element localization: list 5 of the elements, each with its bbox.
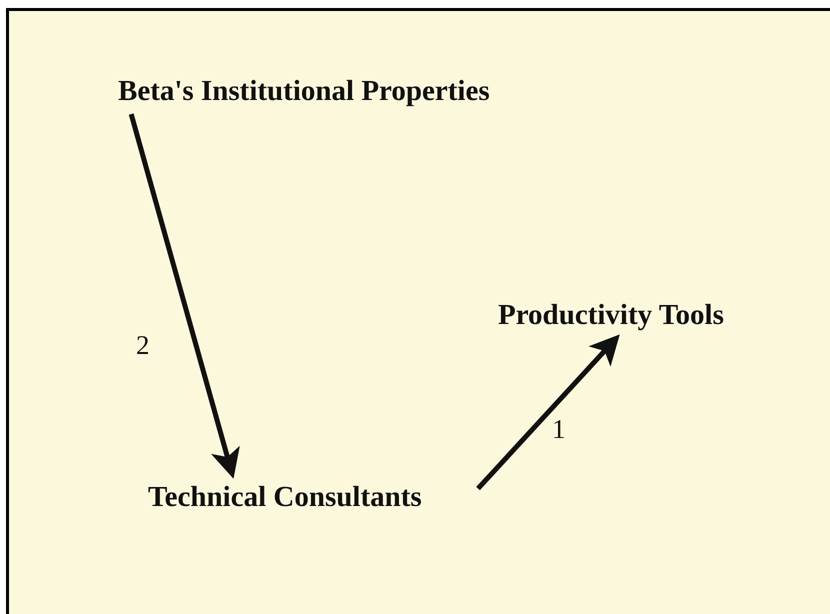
arrow <box>128 113 240 479</box>
arrow <box>476 334 620 490</box>
node-label: Beta's Institutional Properties <box>118 76 490 106</box>
node-label: Productivity Tools <box>498 300 724 330</box>
node-label: Technical Consultants <box>148 482 422 512</box>
